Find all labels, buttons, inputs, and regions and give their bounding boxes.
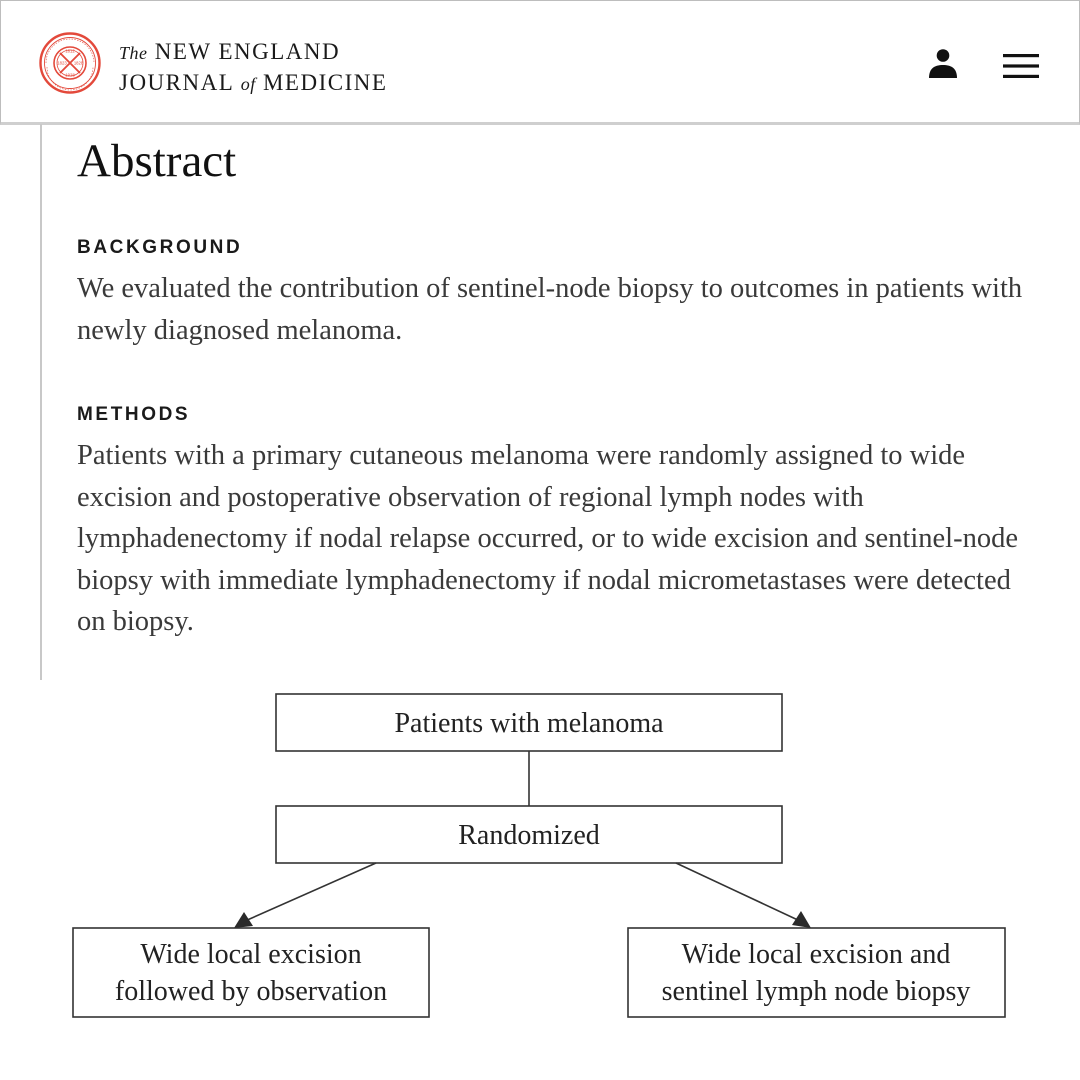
methods-text: Patients with a primary cutaneous melano…	[77, 440, 1018, 638]
flow-text-biopsy-line2: sentinel lymph node biopsy	[662, 976, 971, 1007]
abstract-left-rule	[40, 124, 42, 680]
flow-text-observation-line1: Wide local excision	[140, 939, 361, 970]
flow-box-observation	[72, 927, 430, 1018]
background-label: BACKGROUND	[77, 237, 243, 258]
masthead-new-england: NEW ENGLAND	[154, 39, 341, 64]
flow-box-randomized	[275, 805, 783, 864]
background-text: We evaluated the contribution of sentine…	[77, 273, 1023, 346]
masthead-medicine: MEDICINE	[262, 70, 388, 95]
flow-arrow-right-line	[675, 862, 801, 922]
flow-arrow-left-head	[234, 912, 253, 928]
flow-text-patients: Patients with melanoma	[394, 708, 664, 739]
methods-label: METHODS	[77, 404, 191, 425]
flow-text-biopsy-line1: Wide local excision and	[682, 939, 951, 970]
flow-arrow-right-head	[792, 911, 811, 928]
abstract-title: Abstract	[77, 135, 237, 187]
seal-year-top: 1812	[65, 49, 75, 54]
user-icon[interactable]	[926, 47, 960, 81]
menu-icon[interactable]	[1003, 53, 1039, 79]
masthead-of: of	[240, 74, 256, 94]
site-header: 1812 1823 1828 1928 The NEW ENGLAND JOUR…	[0, 0, 1080, 125]
journal-masthead[interactable]: The NEW ENGLAND JOURNAL of MEDICINE	[119, 37, 387, 99]
flow-box-patients	[275, 693, 783, 752]
masthead-line-1: The NEW ENGLAND	[119, 37, 387, 68]
flow-text-randomized: Randomized	[458, 820, 600, 851]
flow-arrow-left-line	[244, 862, 377, 922]
masthead-journal: JOURNAL	[119, 70, 234, 95]
flow-box-biopsy	[627, 927, 1006, 1018]
nejm-seal-icon[interactable]: 1812 1823 1828 1928	[39, 32, 101, 94]
seal-year-right: 1828	[74, 61, 84, 66]
masthead-the: The	[119, 43, 148, 63]
seal-year-bottom: 1928	[65, 73, 75, 78]
study-flow-diagram: Patients with melanoma Randomized Wide l…	[72, 693, 1006, 1018]
masthead-line-2: JOURNAL of MEDICINE	[119, 68, 387, 99]
seal-year-left: 1823	[57, 61, 67, 66]
flow-text-observation-line2: followed by observation	[115, 976, 387, 1007]
